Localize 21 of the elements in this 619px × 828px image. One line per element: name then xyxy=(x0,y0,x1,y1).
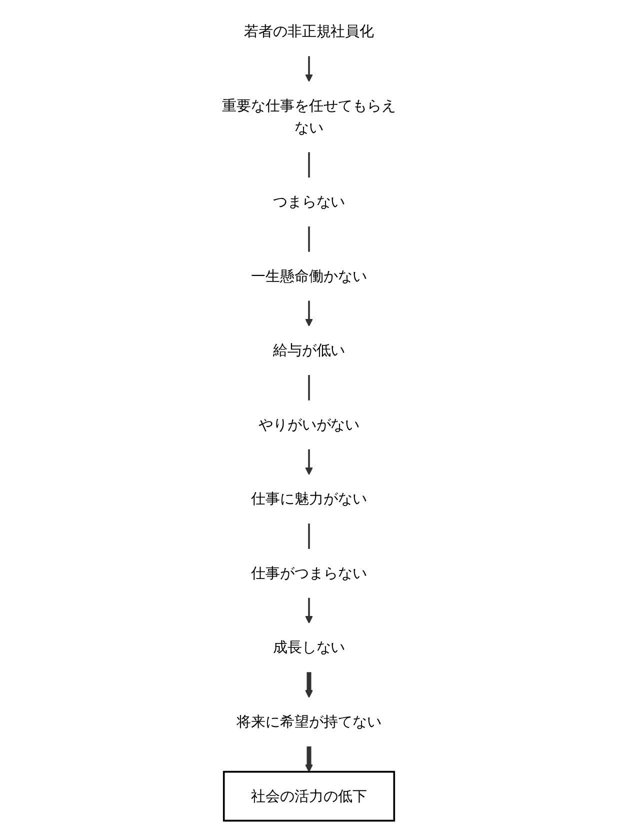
arrow xyxy=(306,598,314,624)
node-text: 若者の非正規社員化 xyxy=(244,22,375,40)
arrow xyxy=(306,672,314,698)
arrow xyxy=(306,56,314,82)
node-text: 成長しない xyxy=(273,638,346,656)
node-text: 仕事がつまらない xyxy=(252,564,368,582)
connector xyxy=(308,152,310,178)
node-box: 社会の活力の低下 xyxy=(223,770,396,822)
arrow xyxy=(306,746,314,772)
arrow xyxy=(306,449,314,476)
node-text: やりがいがない xyxy=(258,416,360,434)
arrow xyxy=(306,300,314,326)
node-text: 給与が低い xyxy=(273,342,346,359)
node-text: 将来に希望が持てない xyxy=(237,712,382,730)
node-text: つまらない xyxy=(273,192,346,210)
connector xyxy=(308,375,310,400)
node-text: 一生懸命働かない xyxy=(252,267,368,284)
node-text: 重要な仕事を任せてもらえない xyxy=(222,96,396,136)
connector xyxy=(308,226,310,252)
node-text: 仕事に魅力がない xyxy=(252,490,368,508)
connector xyxy=(308,524,310,549)
